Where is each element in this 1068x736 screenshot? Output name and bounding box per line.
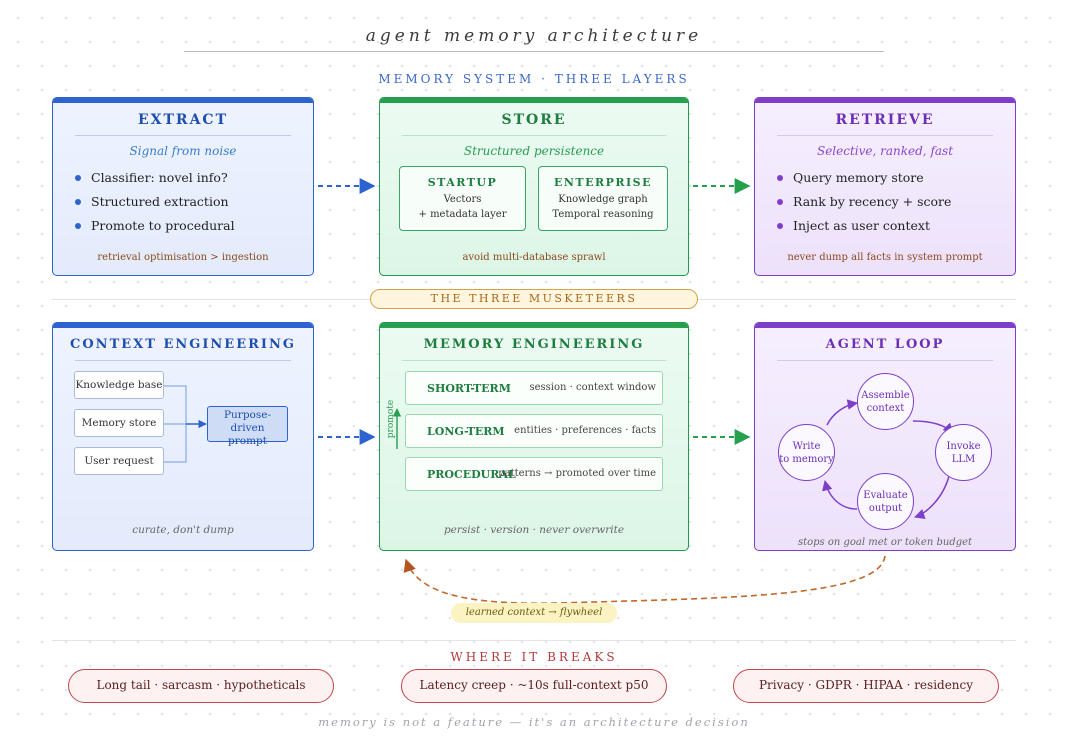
extract-footnote: retrieval optimisation > ingestion [97, 252, 269, 263]
startup-title: STARTUP [427, 176, 498, 189]
context-footnote: curate, don't dump [132, 524, 234, 536]
bottom-tagline: memory is not a feature — it's an archit… [318, 715, 750, 729]
memory-engineering-title: MEMORY ENGINEERING [423, 337, 645, 352]
where-it-breaks-heading: WHERE IT BREAKS [450, 650, 618, 664]
memory-engineering-panel: MEMORY ENGINEERING promote SHORT-TERM se… [379, 322, 689, 551]
store-footnote: avoid multi-database sprawl [462, 252, 606, 263]
extract-bullet: Classifier: novel info? [75, 170, 235, 194]
prompt-label-line: Purpose-driven [223, 409, 272, 434]
enterprise-line: Temporal reasoning [552, 209, 654, 220]
source-knowledge-base: Knowledge base [74, 371, 164, 399]
tier-description: patterns → promoted over time [498, 468, 656, 479]
store-divider [402, 135, 666, 136]
extract-bullet: Structured extraction [75, 194, 235, 218]
startup-box: STARTUP Vectors + metadata layer [399, 166, 526, 231]
extract-divider [75, 135, 291, 136]
break-pill-privacy: Privacy · GDPR · HIPAA · residency [733, 669, 999, 703]
enterprise-box: ENTERPRISE Knowledge graph Temporal reas… [538, 166, 668, 231]
enterprise-line: Knowledge graph [558, 194, 648, 205]
memory-footnote: persist · version · never overwrite [443, 524, 625, 536]
context-engineering-panel: CONTEXT ENGINEERING Knowledge base Memor… [52, 322, 314, 551]
tier-procedural: PROCEDURAL patterns → promoted over time [405, 457, 663, 491]
source-memory-store: Memory store [74, 409, 164, 437]
break-pill-latency: Latency creep · ~10s full-context p50 [401, 669, 667, 703]
tier-short-term: SHORT-TERM session · context window [405, 371, 663, 405]
extract-bullet-list: Classifier: novel info? Structured extra… [75, 170, 235, 242]
store-panel: STORE Structured persistence STARTUP Vec… [379, 97, 689, 276]
memory-system-heading: MEMORY SYSTEM · THREE LAYERS [378, 72, 690, 86]
tier-name: PROCEDURAL [427, 468, 516, 481]
tier-name: LONG-TERM [427, 425, 505, 438]
startup-line: + metadata layer [418, 209, 507, 220]
store-accent-bar [380, 98, 688, 103]
agent-loop-title: AGENT LOOP [825, 337, 945, 352]
store-title: STORE [501, 112, 567, 128]
source-user-request: User request [74, 447, 164, 475]
flywheel-arrow [403, 555, 886, 605]
tier-long-term: LONG-TERM entities · preferences · facts [405, 414, 663, 448]
retrieve-title: RETRIEVE [835, 112, 935, 128]
diagram-title: agent memory architecture [365, 26, 703, 46]
memory-accent-bar [380, 323, 688, 328]
context-divider [75, 360, 291, 361]
context-accent-bar [53, 323, 313, 328]
agent-loop-footnote: stops on goal met or token budget [797, 537, 973, 548]
startup-line: Vectors [443, 194, 482, 205]
context-connector-lines [164, 385, 207, 463]
retrieve-divider [777, 135, 993, 136]
tier-description: entities · preferences · facts [514, 425, 656, 436]
flywheel-label: learned context → flywheel [451, 603, 617, 623]
extract-bullet: Promote to procedural [75, 218, 235, 242]
purpose-driven-prompt-box: Purpose-driven prompt [207, 406, 288, 447]
promote-arrow [392, 408, 402, 449]
bullet-dot-icon [777, 199, 783, 205]
bullet-dot-icon [75, 223, 81, 229]
bullet-dot-icon [777, 223, 783, 229]
context-engineering-title: CONTEXT ENGINEERING [70, 337, 296, 352]
retrieve-bullet-list: Query memory store Rank by recency + sco… [777, 170, 951, 242]
prompt-label-line: prompt [228, 435, 267, 447]
bullet-dot-icon [777, 175, 783, 181]
agent-loop-divider [777, 360, 993, 361]
retrieve-panel: RETRIEVE Selective, ranked, fast Query m… [754, 97, 1016, 276]
bullet-dot-icon [75, 199, 81, 205]
three-musketeers-pill: THE THREE MUSKETEERS [370, 289, 698, 309]
retrieve-bullet: Query memory store [777, 170, 951, 194]
retrieve-bullet: Inject as user context [777, 218, 951, 242]
memory-divider [402, 360, 666, 361]
enterprise-title: ENTERPRISE [553, 176, 653, 189]
promote-label: promote [386, 399, 396, 439]
extract-subtitle: Signal from noise [129, 144, 237, 158]
retrieve-bullet: Rank by recency + score [777, 194, 951, 218]
retrieve-subtitle: Selective, ranked, fast [816, 144, 954, 158]
bullet-dot-icon [75, 175, 81, 181]
retrieve-footnote: never dump all facts in system prompt [787, 252, 983, 263]
store-subtitle: Structured persistence [463, 144, 605, 158]
bottom-separator [52, 640, 1016, 641]
tier-name: SHORT-TERM [427, 382, 511, 395]
extract-accent-bar [53, 98, 313, 103]
agent-loop-accent-bar [755, 323, 1015, 328]
extract-panel: EXTRACT Signal from noise Classifier: no… [52, 97, 314, 276]
retrieve-accent-bar [755, 98, 1015, 103]
extract-title: EXTRACT [137, 112, 228, 128]
title-underline [184, 51, 884, 52]
tier-description: session · context window [529, 382, 656, 393]
break-pill-long-tail: Long tail · sarcasm · hypotheticals [68, 669, 334, 703]
